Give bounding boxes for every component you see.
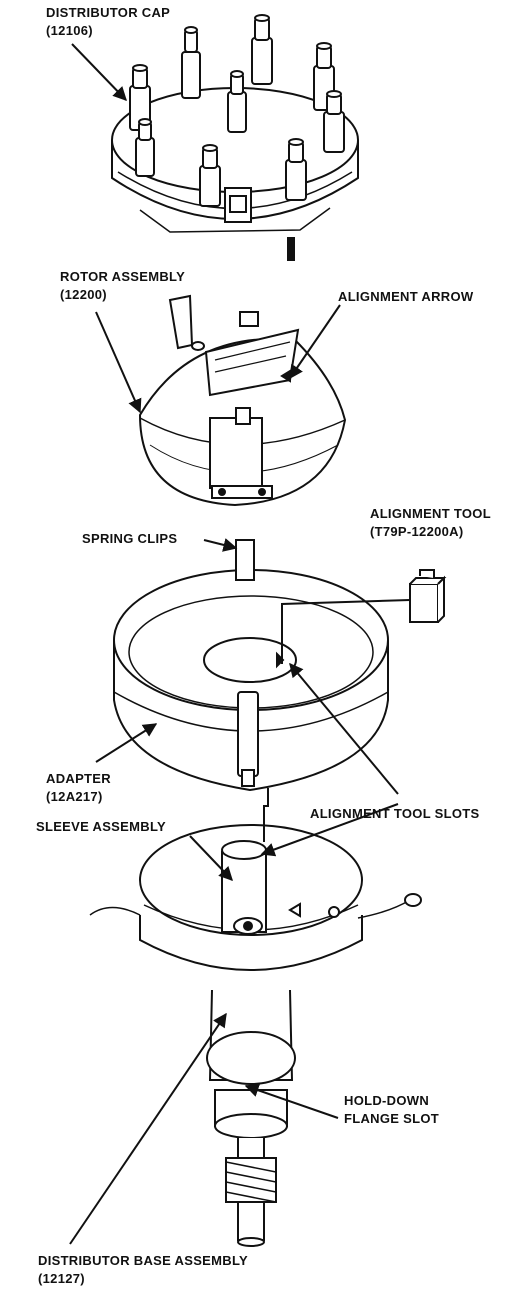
label-alignment-arrow: ALIGNMENT ARROW xyxy=(338,288,473,306)
label-adapter-name: ADAPTER xyxy=(46,771,111,786)
cap-towers xyxy=(129,14,345,207)
leader-alignment-tool-slots-2 xyxy=(260,803,399,857)
alignment-path-lines xyxy=(263,599,411,842)
label-rotor-assembly: ROTOR ASSEMBLY (12200) xyxy=(60,268,185,304)
label-sleeve-assembly: SLEEVE ASSEMBLY xyxy=(36,818,166,836)
distributor-cap xyxy=(111,14,359,261)
label-alignment-tool-slots-name: ALIGNMENT TOOL SLOTS xyxy=(310,806,480,821)
label-hold-down-flange-slot: HOLD-DOWN FLANGE SLOT xyxy=(344,1092,439,1128)
leader-distributor-base-assembly xyxy=(69,1012,227,1245)
rotor-assembly xyxy=(138,294,347,507)
drive-gear xyxy=(225,1157,277,1203)
leader-distributor-cap xyxy=(71,43,127,102)
label-adapter: ADAPTER (12A217) xyxy=(46,770,111,806)
label-hold-down-line1: HOLD-DOWN xyxy=(344,1093,430,1108)
label-alignment-tool: ALIGNMENT TOOL (T79P-12200A) xyxy=(370,505,491,541)
leader-alignment-tool-slots-1 xyxy=(289,662,399,795)
leader-adapter xyxy=(95,723,158,763)
label-rotor-assembly-part: (12200) xyxy=(60,287,107,302)
label-alignment-tool-part: (T79P-12200A) xyxy=(370,524,464,539)
leader-hold-down-flange-slot xyxy=(244,1083,339,1119)
label-alignment-tool-name: ALIGNMENT TOOL xyxy=(370,506,491,521)
leader-lines xyxy=(69,43,399,1245)
leader-spring-clips xyxy=(203,538,238,552)
label-hold-down-line2: FLANGE SLOT xyxy=(344,1111,440,1126)
leader-rotor-assembly xyxy=(95,311,142,414)
label-distributor-base-assembly-name: DISTRIBUTOR BASE ASSEMBLY xyxy=(38,1253,248,1268)
label-rotor-assembly-name: ROTOR ASSEMBLY xyxy=(60,269,186,284)
label-spring-clips: SPRING CLIPS xyxy=(82,530,177,548)
adapter xyxy=(113,539,389,792)
label-distributor-cap: DISTRIBUTOR CAP (12106) xyxy=(46,4,170,40)
label-sleeve-assembly-name: SLEEVE ASSEMBLY xyxy=(36,819,166,834)
distributor-base-assembly xyxy=(206,989,296,1247)
alignment-tool xyxy=(409,569,447,623)
leader-alignment-arrow xyxy=(289,304,341,380)
label-distributor-base-assembly: DISTRIBUTOR BASE ASSEMBLY (12127) xyxy=(38,1252,248,1288)
label-distributor-cap-part: (12106) xyxy=(46,23,93,38)
label-distributor-cap-name: DISTRIBUTOR CAP xyxy=(46,5,171,20)
label-adapter-part: (12A217) xyxy=(46,789,103,804)
label-alignment-arrow-name: ALIGNMENT ARROW xyxy=(338,289,474,304)
sleeve-assembly xyxy=(89,824,422,971)
label-alignment-tool-slots: ALIGNMENT TOOL SLOTS xyxy=(310,805,479,823)
label-distributor-base-assembly-part: (12127) xyxy=(38,1271,85,1286)
leader-sleeve-assembly xyxy=(189,835,233,882)
label-spring-clips-name: SPRING CLIPS xyxy=(82,531,178,546)
